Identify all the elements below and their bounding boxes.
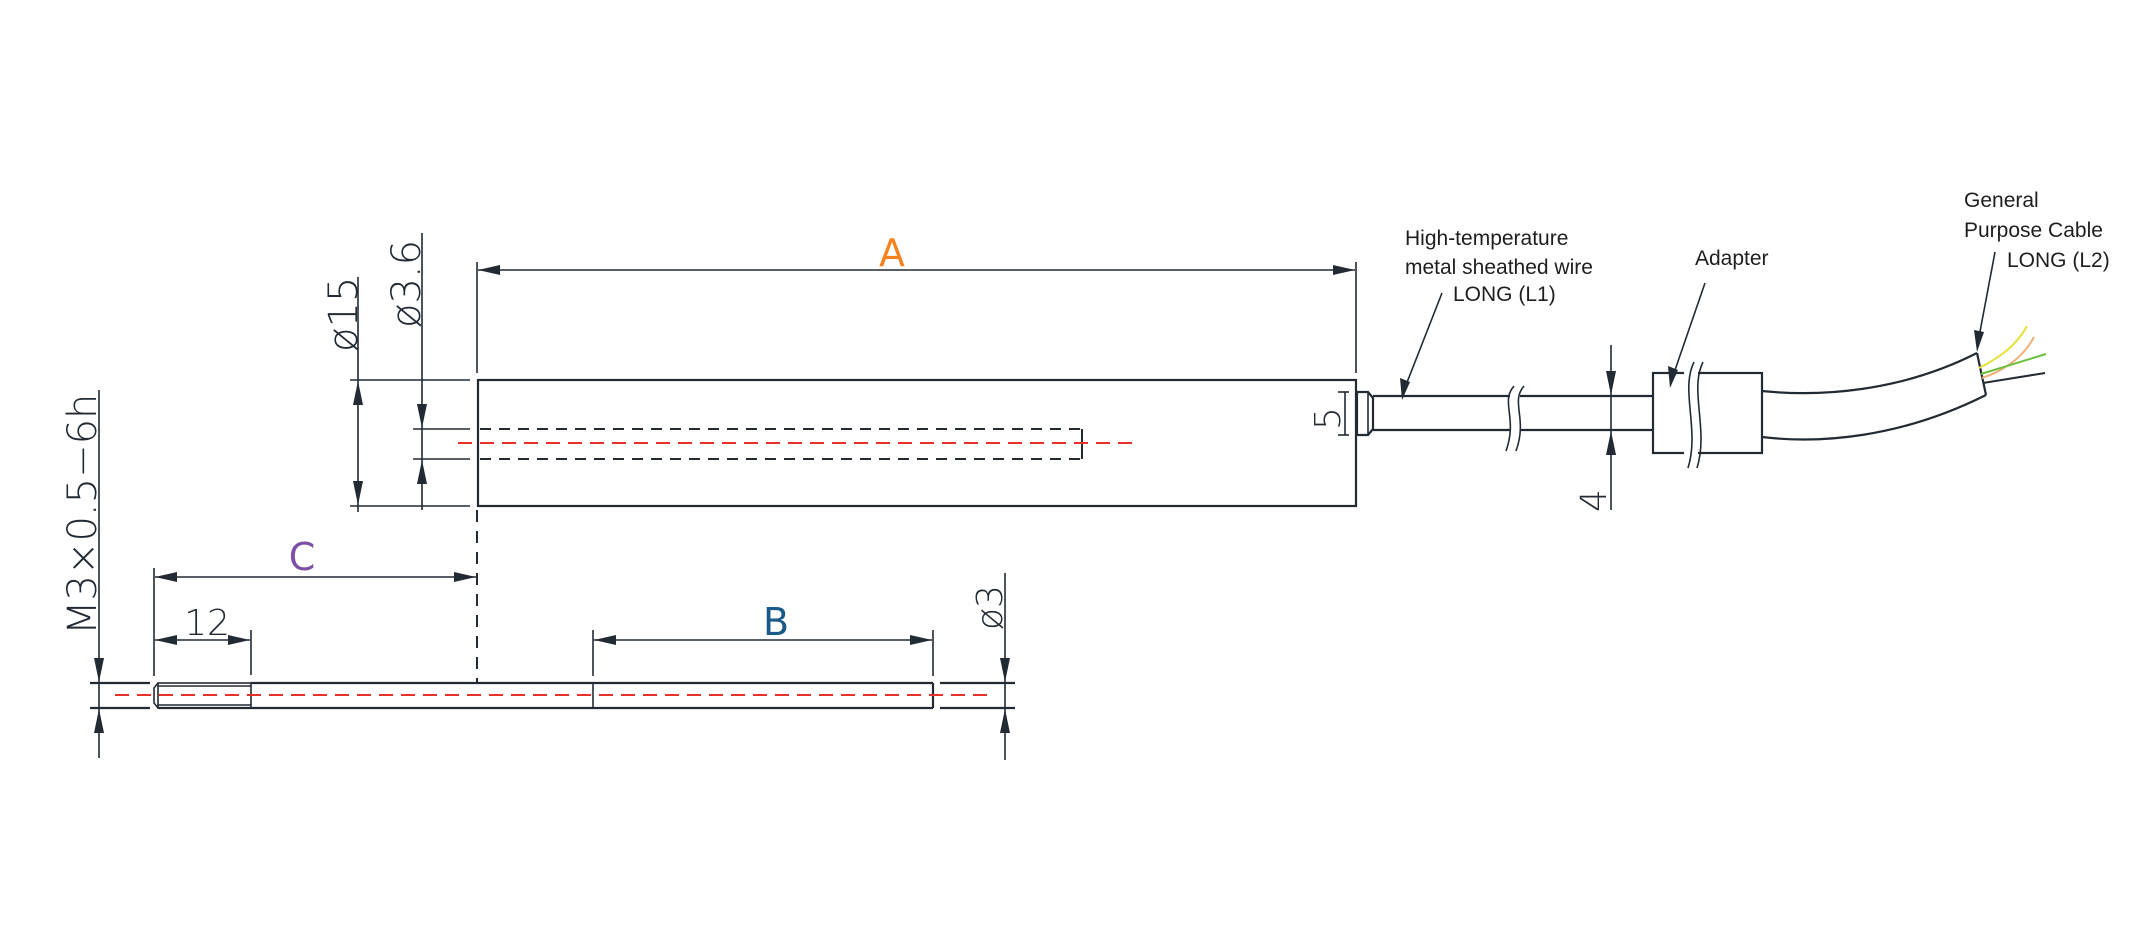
dim-text-bore-diameter: ø3.6 bbox=[384, 240, 430, 328]
label-adapter: Adapter bbox=[1668, 247, 1769, 388]
dim-bore-diameter: ø3.6 bbox=[384, 233, 470, 510]
general-purpose-cable bbox=[1761, 325, 2047, 441]
sheathed-wire bbox=[1373, 385, 1653, 452]
label-cable: General Purpose Cable LONG (L2) bbox=[1964, 189, 2110, 352]
label-line: LONG (L2) bbox=[2007, 249, 2110, 272]
dim-body-diameter: ø15 bbox=[321, 277, 470, 512]
dim-letter-B: B bbox=[763, 600, 789, 644]
label-line: Purpose Cable bbox=[1964, 219, 2103, 242]
body-outline bbox=[476, 378, 1358, 508]
break-mark bbox=[1505, 385, 1515, 452]
dim-letter-A: A bbox=[879, 231, 905, 275]
dim-thread-length: 12 bbox=[155, 603, 252, 675]
dim-wire-diameter: 4 bbox=[1574, 345, 1616, 512]
dim-text-thread-length: 12 bbox=[184, 603, 230, 644]
dim-thread: M3×0.5−6h bbox=[60, 390, 106, 758]
label-sheathed-wire: High-temperature metal sheathed wire LON… bbox=[1400, 227, 1593, 400]
rod bbox=[90, 681, 1015, 710]
dim-rod-diameter: ø3 bbox=[970, 573, 1011, 760]
dim-A: A bbox=[476, 231, 1357, 373]
label-line: LONG (L1) bbox=[1453, 283, 1556, 306]
wire-yellow bbox=[1978, 325, 2028, 369]
adapter bbox=[1651, 361, 1764, 470]
dim-C: C bbox=[153, 535, 476, 676]
thread-chamfer bbox=[153, 682, 159, 709]
wire-black bbox=[1982, 372, 2046, 384]
label-line: Adapter bbox=[1695, 247, 1769, 270]
dim-text-thread: M3×0.5−6h bbox=[60, 394, 106, 635]
label-line: General bbox=[1964, 189, 2039, 212]
dim-text-body-diameter: ø15 bbox=[321, 277, 367, 352]
dim-collar: 5 bbox=[1308, 391, 1349, 436]
dim-text-wire-diameter: 4 bbox=[1574, 489, 1615, 512]
label-line: metal sheathed wire bbox=[1405, 256, 1593, 279]
wire-orange bbox=[1981, 336, 2035, 379]
dim-text-rod-diameter: ø3 bbox=[970, 585, 1011, 630]
label-line: High-temperature bbox=[1405, 227, 1568, 250]
dim-letter-C: C bbox=[289, 535, 316, 579]
dim-text-collar: 5 bbox=[1308, 407, 1349, 430]
heater-body bbox=[458, 378, 1358, 508]
collar bbox=[1355, 390, 1375, 437]
break-mark bbox=[1515, 385, 1525, 452]
wire-green bbox=[1980, 353, 2047, 375]
dim-B: B bbox=[592, 600, 934, 676]
